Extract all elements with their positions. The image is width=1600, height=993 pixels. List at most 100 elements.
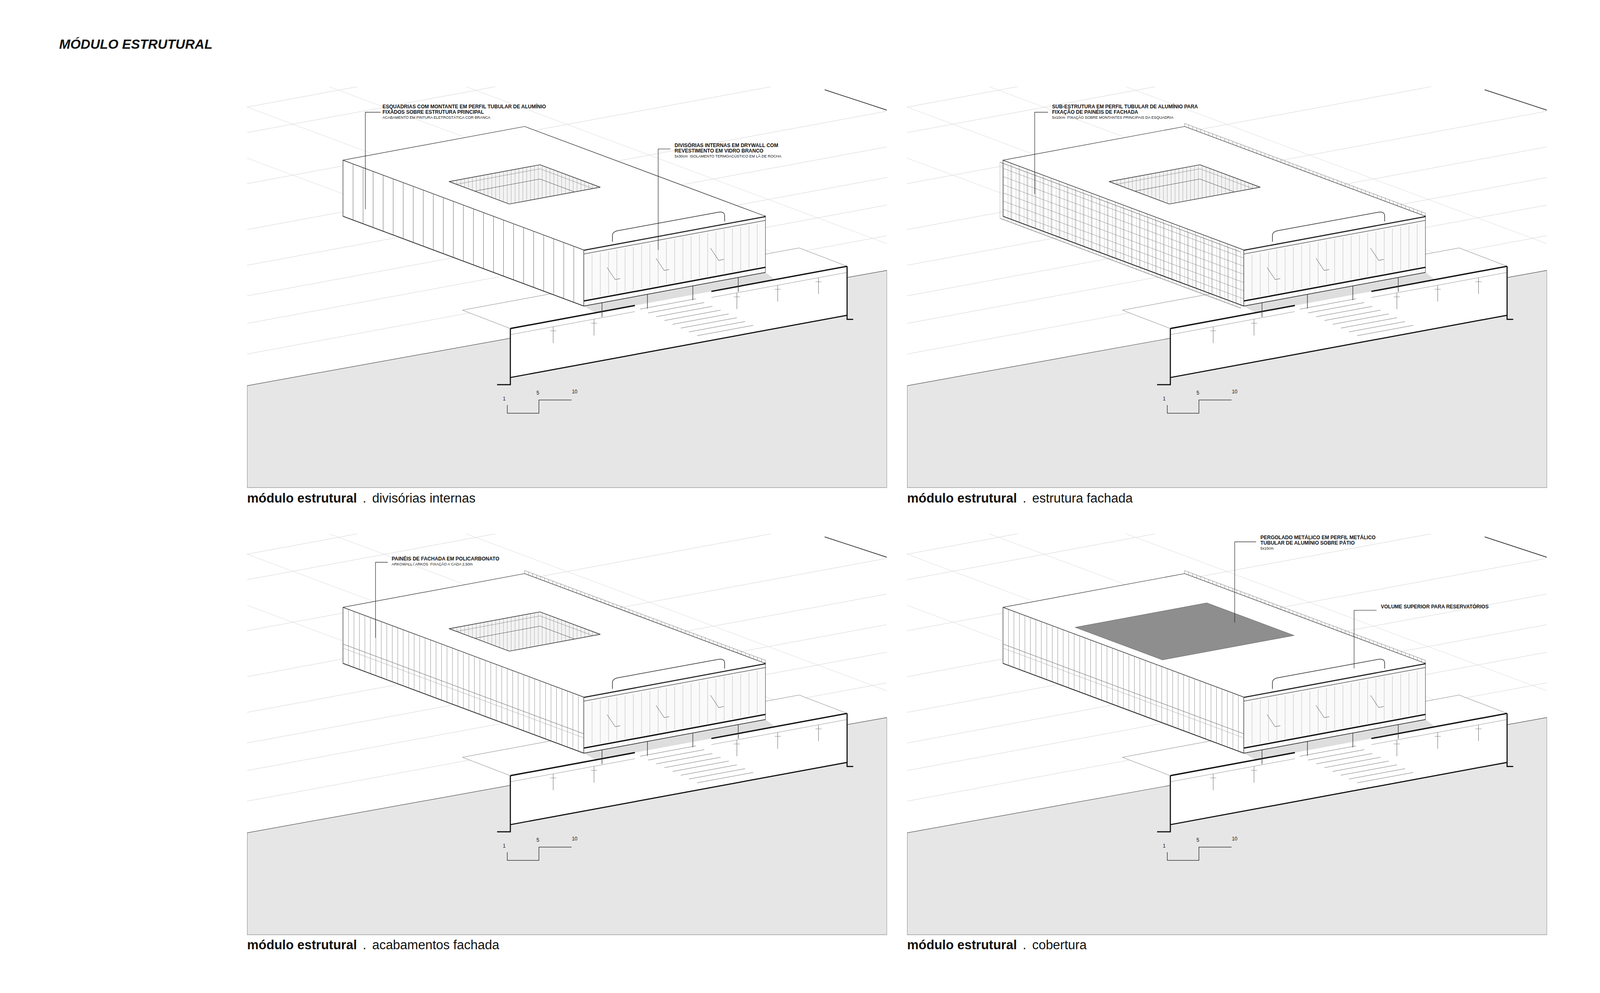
- sub-structure: [1027, 172, 1029, 229]
- sub-structure: [1136, 212, 1137, 270]
- parapet-tick: [1252, 148, 1253, 152]
- column: [601, 749, 603, 764]
- parapet-tick: [560, 583, 561, 587]
- partition: [815, 281, 822, 283]
- stair-tread: [1307, 749, 1365, 760]
- partition: [550, 777, 557, 778]
- parapet-tick: [1385, 645, 1386, 649]
- glazing: [1276, 697, 1278, 740]
- mullion: [1073, 633, 1075, 690]
- sub-structure: [1164, 223, 1165, 280]
- mullion: [507, 668, 508, 725]
- furniture: [1324, 716, 1330, 718]
- parapet-tick: [596, 597, 598, 601]
- courtyard-glazing: [483, 595, 485, 667]
- mullion: [1059, 181, 1060, 238]
- parapet-tick: [677, 627, 678, 631]
- courtyard-glazing: [1140, 147, 1141, 220]
- glazing: [1251, 701, 1253, 745]
- courtyard-glazing: [452, 147, 454, 220]
- glazing: [649, 690, 650, 734]
- mullion: [1062, 629, 1064, 686]
- courtyard-glazing: [592, 595, 593, 667]
- courtyard-glazing: [1225, 147, 1226, 220]
- parapet-tick: [604, 600, 605, 604]
- courtyard-glazing: [572, 147, 574, 220]
- furniture: [1275, 278, 1280, 280]
- glazing: [1293, 246, 1294, 290]
- parapet-tick: [1208, 579, 1209, 583]
- parapet-tick: [1409, 654, 1410, 658]
- sub-structure: [1067, 187, 1069, 244]
- parapet-tick: [1196, 575, 1198, 578]
- stair-tread: [1300, 298, 1357, 310]
- partition: [777, 732, 778, 749]
- sub-structure: [1168, 225, 1169, 282]
- sub-structure: [1240, 252, 1241, 309]
- caption-subtitle: divisórias internas: [372, 490, 476, 506]
- parapet-tick: [1240, 591, 1241, 595]
- slab-soffit: [1170, 311, 1295, 335]
- glazing: [724, 677, 725, 720]
- leader-line: [658, 149, 671, 250]
- courtyard-glazing: [1232, 147, 1234, 220]
- column: [601, 302, 603, 317]
- parapet-tick: [753, 655, 754, 659]
- courtyard-glazing: [464, 595, 465, 667]
- sub-structure: [1096, 197, 1097, 255]
- mullion: [485, 660, 486, 717]
- glazing: [707, 232, 708, 276]
- parapet-tick: [648, 617, 650, 620]
- courtyard-glazing: [507, 595, 508, 667]
- sub-structure: [1084, 193, 1085, 250]
- courtyard-glazing: [572, 595, 574, 667]
- parapet-tick: [692, 633, 694, 637]
- glazing: [641, 692, 642, 736]
- mullion: [1042, 175, 1044, 232]
- parapet-tick: [1417, 657, 1418, 660]
- parapet-tick: [556, 582, 558, 586]
- courtyard-glazing: [522, 595, 523, 667]
- sub-structure: [1152, 219, 1153, 276]
- courtyard-glazing: [1190, 147, 1191, 220]
- parapet-tick: [672, 625, 674, 629]
- mullion: [446, 645, 448, 703]
- parapet-tick: [1337, 180, 1338, 184]
- sub-structure: [1144, 216, 1145, 273]
- scale-number: 5: [536, 390, 540, 396]
- parapet-tick: [576, 590, 578, 593]
- mullion: [545, 682, 546, 740]
- caption-title: módulo estrutural: [247, 937, 358, 953]
- furniture: [1315, 705, 1325, 718]
- glazing: [633, 693, 634, 737]
- courtyard-glazing: [561, 595, 562, 667]
- glazing: [591, 701, 593, 745]
- sub-structure: [1020, 169, 1021, 226]
- parapet-tick: [1372, 640, 1374, 644]
- mullion: [452, 647, 453, 705]
- mullion: [1123, 652, 1124, 709]
- column: [1352, 285, 1353, 300]
- glazing: [724, 230, 725, 273]
- courtyard-glazing: [592, 147, 593, 220]
- furniture: [664, 716, 670, 718]
- parapet-tick: [660, 621, 662, 625]
- leader-line: [1234, 541, 1256, 623]
- glazing: [1375, 231, 1377, 275]
- courtyard: [449, 611, 600, 651]
- parapet-tick: [1296, 612, 1298, 616]
- mullion: [1117, 650, 1119, 707]
- parapet-tick: [1381, 643, 1382, 647]
- courtyard-glazing: [553, 147, 555, 220]
- parapet-tick: [652, 618, 654, 622]
- parapet-tick: [612, 603, 614, 607]
- glazing: [600, 700, 601, 743]
- parapet-tick: [1389, 646, 1390, 650]
- courtyard-glazing: [1151, 147, 1153, 220]
- parapet-tick: [1224, 585, 1225, 589]
- slab-cut: [1170, 305, 1295, 329]
- mullion: [573, 246, 575, 303]
- glazing: [699, 681, 700, 725]
- mullion: [1067, 184, 1068, 241]
- partition: [1253, 766, 1255, 783]
